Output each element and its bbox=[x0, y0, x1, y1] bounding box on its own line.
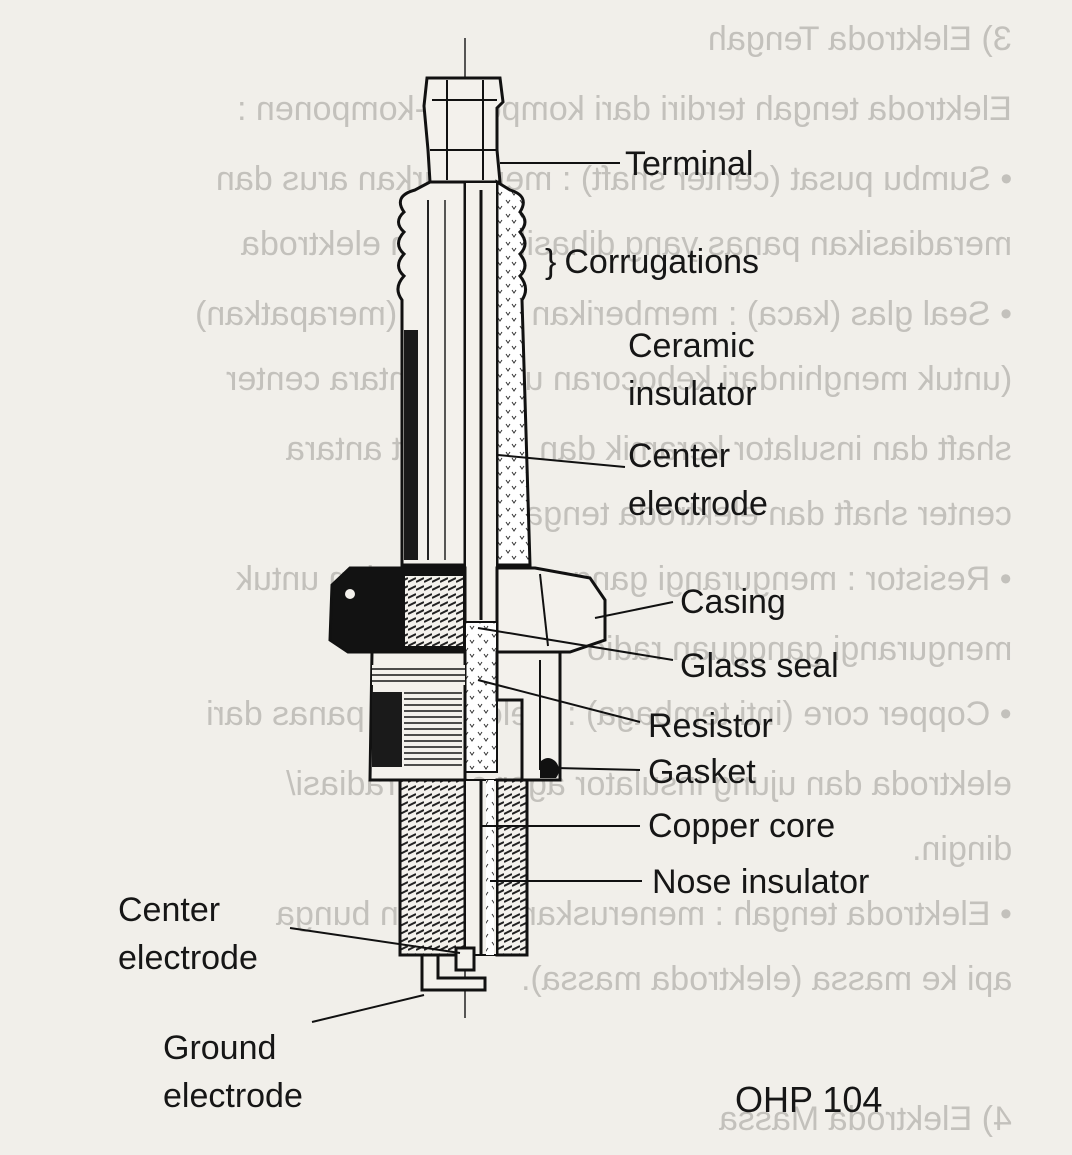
terminal-label: Terminal bbox=[625, 145, 754, 183]
center-electrode-tip bbox=[454, 946, 476, 972]
glass-seal-label: Glass seal bbox=[680, 647, 839, 685]
figure-id: OHP 104 bbox=[735, 1079, 883, 1120]
shell-body bbox=[368, 650, 562, 782]
nose-insulator-label: Nose insulator bbox=[652, 863, 870, 901]
ceramic-insulator-section bbox=[495, 179, 532, 567]
corrugations-label: }Corrugations bbox=[545, 243, 760, 281]
leader-lines bbox=[289, 162, 674, 1023]
gasket-part bbox=[540, 758, 559, 778]
center-electrode-label-lower: Center electrode bbox=[118, 891, 258, 977]
brace-icon: } bbox=[545, 243, 557, 281]
insulator-shade bbox=[404, 330, 418, 560]
resistor-label: Resistor bbox=[648, 707, 773, 745]
casing-part bbox=[328, 566, 607, 654]
ground-electrode-part bbox=[420, 953, 487, 992]
center-electrode-label-upper: Center electrode bbox=[628, 437, 768, 523]
thread-section bbox=[398, 778, 529, 957]
casing-label: Casing bbox=[680, 583, 786, 621]
ceramic-insulator-label: Ceramic insulator bbox=[628, 327, 757, 413]
copper-core-label: Copper core bbox=[648, 807, 836, 845]
glass-seal-resistor-stack bbox=[464, 621, 498, 773]
terminal-part bbox=[422, 76, 505, 184]
gasket-label: Gasket bbox=[648, 753, 756, 791]
ground-electrode-label: Ground electrode bbox=[163, 1029, 303, 1115]
